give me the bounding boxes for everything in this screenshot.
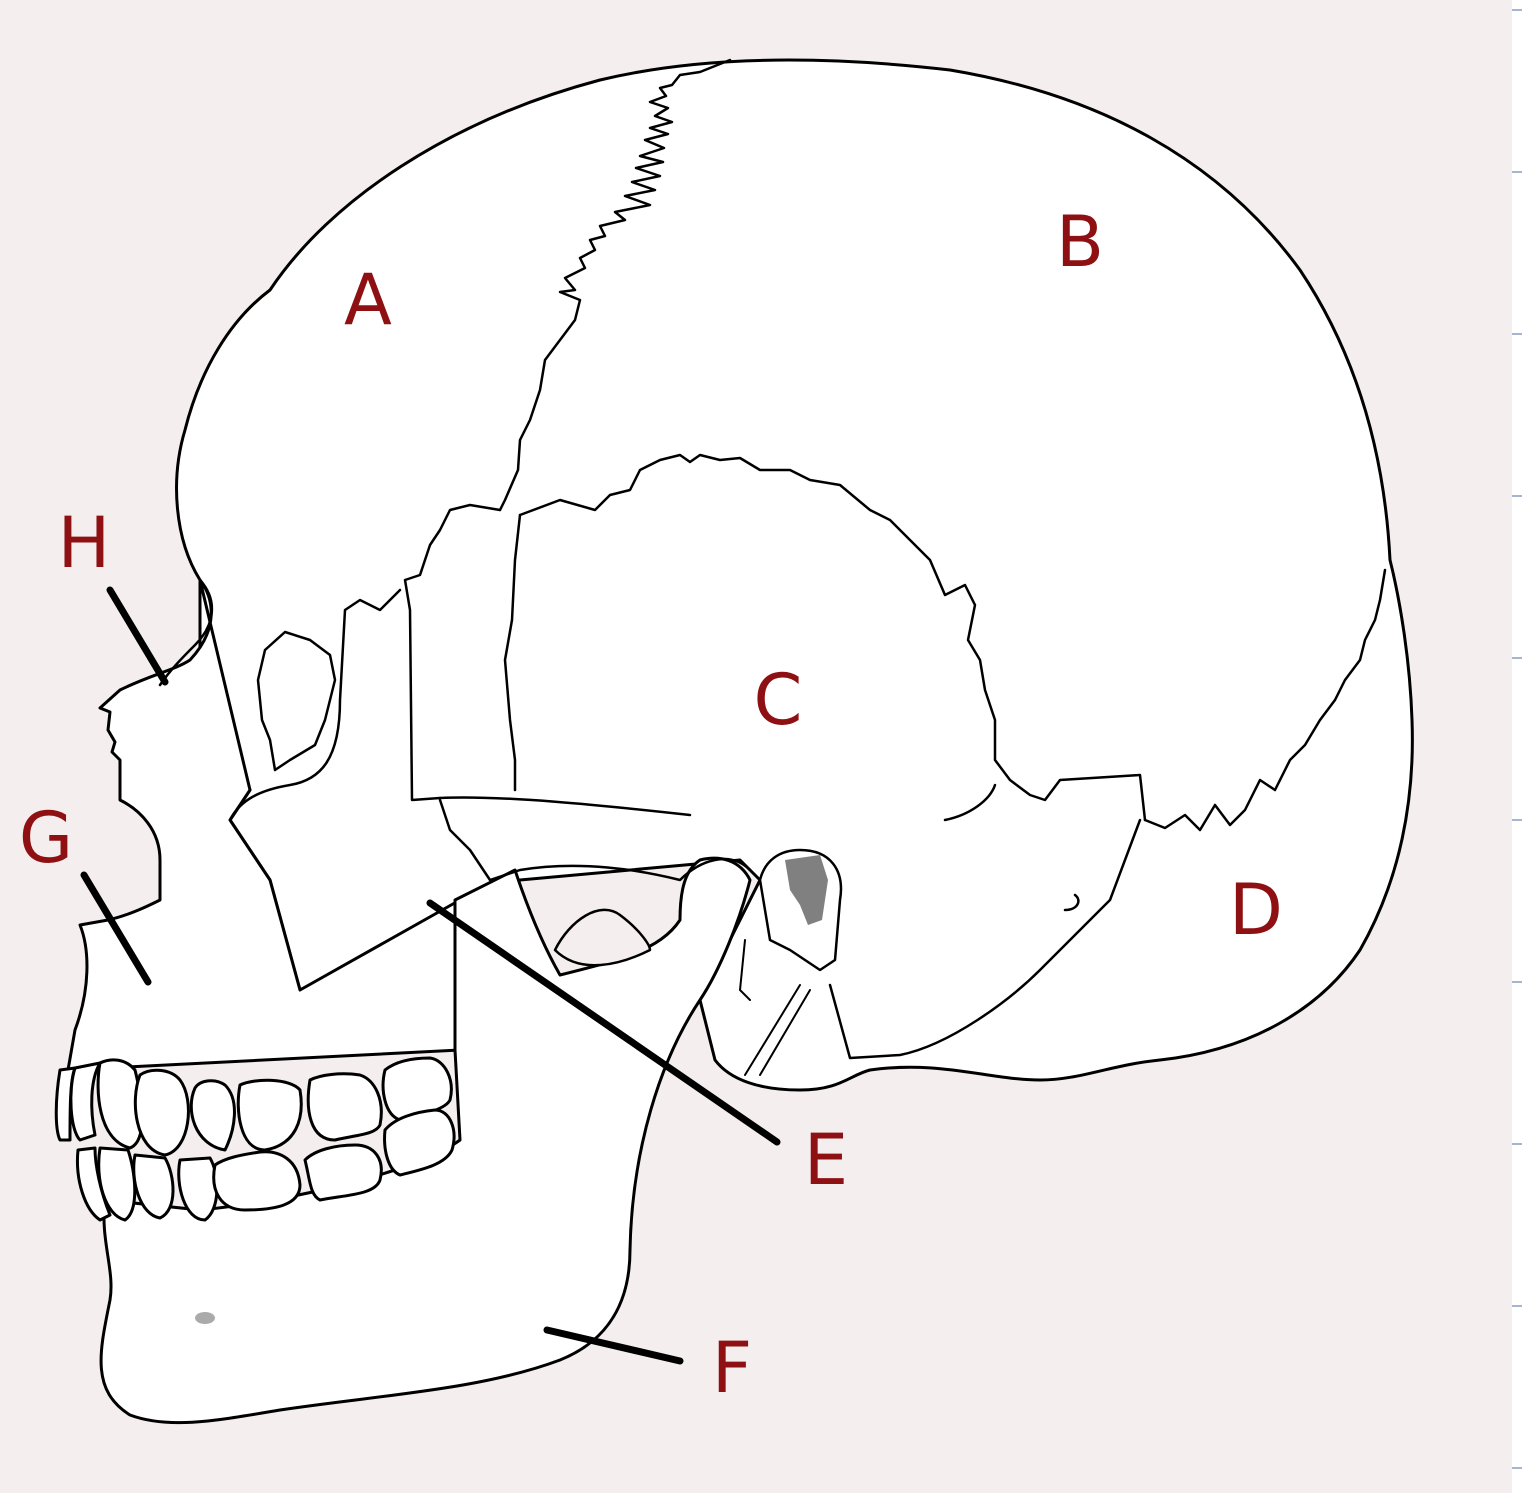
lambdoid-suture [1143,568,1387,832]
page-ruler [1512,0,1522,1493]
sphenoid-border [403,503,502,802]
coronal-suture [498,58,732,512]
ruler-tick [1512,1305,1522,1307]
mandible-outline [99,856,752,1425]
label-d: D [1229,869,1283,951]
leader-lines [80,586,781,1365]
label-g: G [18,797,74,879]
label-b: B [1055,201,1105,283]
ruler-tick [1512,9,1522,11]
ruler-tick [1512,981,1522,983]
label-h: H [57,502,111,584]
ruler-tick [1512,495,1522,497]
nasal-bone [158,578,214,687]
sphenoid-temporal-border [503,513,522,792]
meatus-shadow [785,855,828,925]
zygomatic-process [438,798,752,882]
ruler-tick [1512,819,1522,821]
label-a: A [344,259,392,341]
leader-line-f [543,1326,684,1365]
leader-line-g [80,871,152,986]
parietal-foramen [1063,893,1080,912]
ruler-tick [1512,171,1522,173]
temporal-line [943,783,997,822]
face-outline [66,578,462,1072]
ruler-tick [1512,333,1522,335]
orbit-outline [256,630,337,772]
leader-line-h [106,586,169,686]
mental-foramen [195,1312,215,1324]
zygomatic-bone [228,588,402,822]
squamosal-suture [518,453,1147,822]
ruler-tick [1512,1467,1522,1469]
upper-teeth [54,1056,453,1157]
cranium-outline [175,58,1414,1092]
mandibular-notch [553,908,652,967]
ruler-tick [1512,1143,1522,1145]
label-c: C [753,659,803,741]
styloid-process [739,939,811,1076]
label-f: F [711,1327,753,1409]
ruler-tick [1512,657,1522,659]
label-e: E [803,1119,849,1201]
lower-teeth [75,1108,456,1222]
leader-line-e [426,899,781,1146]
zygomatic-arch [438,796,692,817]
mastoid-process [828,818,1142,1060]
